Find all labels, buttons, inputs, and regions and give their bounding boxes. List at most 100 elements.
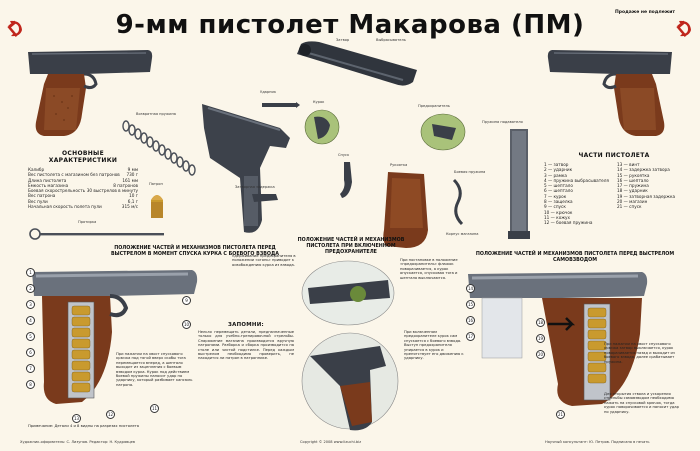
label-hammer: Курок — [313, 100, 325, 104]
callout-number: 7 — [26, 364, 35, 373]
label-slide-stop: Затворная задержка — [235, 185, 275, 189]
specs-row-label: Вес патрона — [28, 193, 56, 199]
parts-list-item: 12 — боевая пружина — [544, 220, 593, 226]
label-mainspring: Боевая пружина — [454, 170, 486, 174]
parts-list-item: 15 — рукоятка — [617, 172, 650, 178]
caption-left: Положение частей и механизмов пистолета … — [111, 246, 279, 257]
specs-row-value: 8 патронов — [113, 182, 138, 188]
label-slide: Затвор — [336, 38, 350, 42]
parts-list-item: 6 — шептало — [544, 188, 573, 194]
footer-right-credit: Научный консультант: Ю. Петров. Подписан… — [545, 440, 650, 444]
note-bottom-left: Примечание: Детали 4 и 8 видны на разрез… — [28, 424, 140, 428]
callout-number: 21 — [556, 410, 565, 419]
slide-stop-part — [252, 194, 278, 202]
specs-row-value: 315 м/с — [121, 204, 138, 210]
poster-title: 9-мм пистолет Макарова (ПМ) — [115, 10, 585, 40]
remember-box: Запомни: Нельзя перемещать детали, предн… — [198, 322, 294, 361]
mainspring-part — [452, 178, 464, 226]
callout-number: 20 — [536, 350, 545, 359]
specs-row-label: Калибр — [28, 167, 45, 172]
not-for-sale-note: Продаже не подлежит — [615, 10, 675, 15]
parts-list-item: 5 — шептало — [544, 183, 573, 189]
parts-list-item: 14 — задержка затвора — [617, 167, 670, 173]
specs-row-value: 9 мм — [127, 167, 138, 172]
hammer-and-sickle-icon — [7, 20, 22, 38]
parts-list-item: 21 — спуск — [617, 204, 642, 210]
parts-list-item: 16 — шептало — [617, 177, 649, 183]
note-right-top: При нажатии на хвост спускового крючка з… — [604, 342, 675, 364]
note-left-body: При нажатии на хвост спускового крючка п… — [116, 352, 193, 387]
parts-list-item: 7 — курок — [544, 193, 567, 199]
note-left-top: Удерживание предохранителя в положении «… — [232, 254, 296, 267]
callout-number: 18 — [536, 318, 545, 327]
label-safety: Предохранитель — [418, 104, 450, 108]
pistol-left-view — [28, 50, 153, 136]
label-grip: Рукоятка — [390, 163, 408, 167]
parts-list-item: 8 — защелка — [544, 199, 573, 205]
parts-list-item: 3 — рамка — [544, 172, 567, 178]
frame-part — [202, 104, 290, 233]
cutaway-middle-top — [301, 260, 395, 326]
footer-copyright: Copyright © 2008 www.lizuchi.biz — [300, 440, 362, 444]
cutaway-right — [468, 272, 648, 406]
note-right-bottom: Для открытия ствола и ускорения стрельбы… — [604, 392, 679, 414]
specs-row: Калибр 9 мм — [28, 167, 138, 172]
parts-list-item: 13 — винт — [617, 162, 640, 167]
slide-part — [297, 41, 417, 86]
pistol-right-view — [547, 50, 672, 136]
specs-row: Начальная скорость полета пули 315 м/с — [28, 204, 138, 209]
magazine-part — [508, 129, 530, 239]
safety-detail-circle — [420, 113, 466, 151]
parts-list-item: 2 — ударник — [544, 167, 573, 173]
callout-number: 15 — [466, 300, 475, 309]
label-recoil-spring: Возвратная пружина — [136, 112, 177, 116]
label-magazine: Корпус магазина — [446, 232, 479, 236]
callout-number: 14 — [466, 284, 475, 293]
parts-list-item: 18 — ударник — [617, 188, 648, 194]
label-cleaning-rod: Протирка — [78, 220, 97, 224]
specs-row-label: Начальная скорость полета пули — [28, 204, 102, 210]
callout-number: 2 — [26, 284, 35, 293]
callout-number: 13 — [72, 414, 81, 423]
label-magazine-spring: Пружина подавателя — [482, 120, 523, 124]
callout-number: 19 — [536, 334, 545, 343]
parts-list-item: 1 — затвор — [544, 162, 569, 167]
caption-right: Положение частей и механизмов пистолета … — [475, 252, 675, 263]
hammer-and-sickle-icon — [676, 20, 691, 38]
hammer-detail-circle — [304, 109, 340, 145]
specs-row-label: Боевая скорострельность — [28, 188, 86, 194]
note-mid-right: При постановке в положение «предохраните… — [400, 258, 458, 280]
label-firing-pin: Ударник — [260, 90, 277, 94]
remember-text: Нельзя перемещать детали, предназначенны… — [198, 330, 294, 361]
callout-number: 9 — [182, 296, 191, 305]
specs-row-value: 730 г — [126, 172, 138, 178]
remember-heading: Запомни: — [227, 322, 265, 328]
callout-number: 10 — [182, 320, 191, 329]
specs-row-value: 10 г — [129, 193, 138, 199]
cutaway-middle-bottom — [301, 332, 399, 431]
callout-number: 12 — [106, 410, 115, 419]
callout-number: 11 — [150, 404, 159, 413]
parts-list-item: 9 — спуск — [544, 204, 566, 210]
specs-row-value: 30 выстрелов в минуту — [86, 188, 138, 194]
footer-left-credit: Художник-оформитель: С. Лизунов. Редакто… — [20, 440, 136, 444]
parts-list-item: 20 — магазин — [617, 199, 648, 205]
cutaway-left — [32, 270, 198, 404]
callout-number: 4 — [26, 316, 35, 325]
cleaning-rod-part — [29, 228, 164, 240]
parts-list-item: 10 — крючок — [544, 209, 573, 215]
note-mid-body: При включенном предохранителе курок сам … — [404, 330, 464, 361]
cartridge-part — [151, 195, 163, 218]
callout-number: 5 — [26, 332, 35, 341]
parts-list-item: 11 — кожух — [544, 214, 570, 220]
grip-panel-part — [383, 172, 428, 248]
label-trigger: Спуск — [338, 153, 350, 157]
